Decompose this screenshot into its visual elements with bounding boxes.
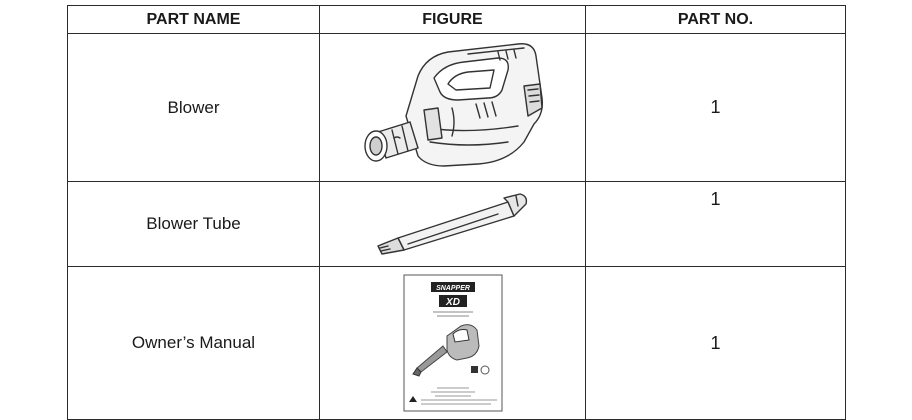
part-no-cell: 1 — [585, 266, 846, 420]
part-name-cell: Blower — [67, 33, 320, 182]
manual-model-mark: XD — [445, 297, 460, 308]
blower-illustration-icon — [363, 42, 543, 167]
table-header-row: PART NAME FIGURE PART NO. — [67, 5, 846, 34]
owners-manual-illustration-icon: SNAPPER XD — [403, 274, 502, 412]
header-part-name: PART NAME — [67, 5, 320, 34]
manual-brand-text: SNAPPER — [436, 285, 470, 292]
part-name-cell: Blower Tube — [67, 181, 320, 267]
header-figure: FIGURE — [319, 5, 586, 34]
table-row: Blower — [67, 33, 846, 182]
table-row: Blower Tube 1 — [67, 181, 846, 267]
parts-list-table: PART NAME FIGURE PART NO. Blower — [67, 5, 846, 420]
table-row: Owner’s Manual SNAPPER XD — [67, 266, 846, 420]
figure-cell — [319, 181, 586, 267]
part-name-cell: Owner’s Manual — [67, 266, 320, 420]
part-no-cell: 1 — [585, 33, 846, 182]
part-no-cell: 1 — [585, 181, 846, 267]
blower-tube-illustration-icon — [376, 193, 527, 255]
figure-cell — [319, 33, 586, 182]
header-part-no: PART NO. — [585, 5, 846, 34]
figure-cell: SNAPPER XD — [319, 266, 586, 420]
